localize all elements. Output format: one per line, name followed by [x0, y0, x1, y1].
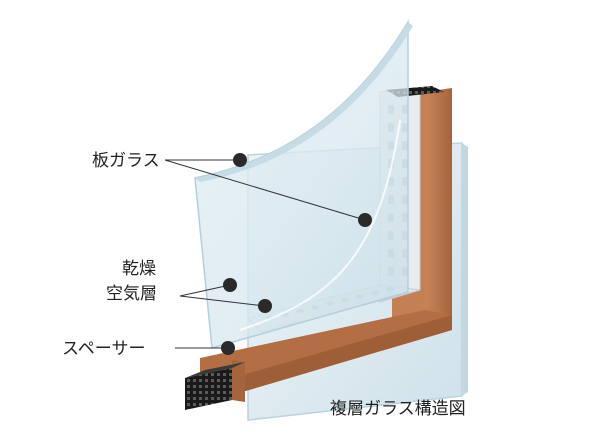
spacer-dot [221, 341, 235, 355]
dry-air-label-line2: 空気層 [106, 284, 157, 304]
diagram-title: 複層ガラス構造図 [330, 399, 466, 419]
plate-glass-label: 板ガラス [92, 151, 160, 171]
callout-air-layer [179, 278, 272, 313]
frame-corner-block [185, 360, 245, 410]
callout-spacer [175, 341, 235, 355]
air-layer-dot-1 [223, 278, 237, 292]
dry-air-label-line1: 乾燥 [122, 259, 156, 279]
spacer-label: スペーサー [62, 339, 146, 359]
air-layer-dot-2 [258, 299, 272, 313]
front-glass-pane [194, 19, 413, 349]
glass-front-dot [233, 153, 247, 167]
glass-back-dot [358, 213, 372, 227]
callout-glass [164, 153, 372, 227]
